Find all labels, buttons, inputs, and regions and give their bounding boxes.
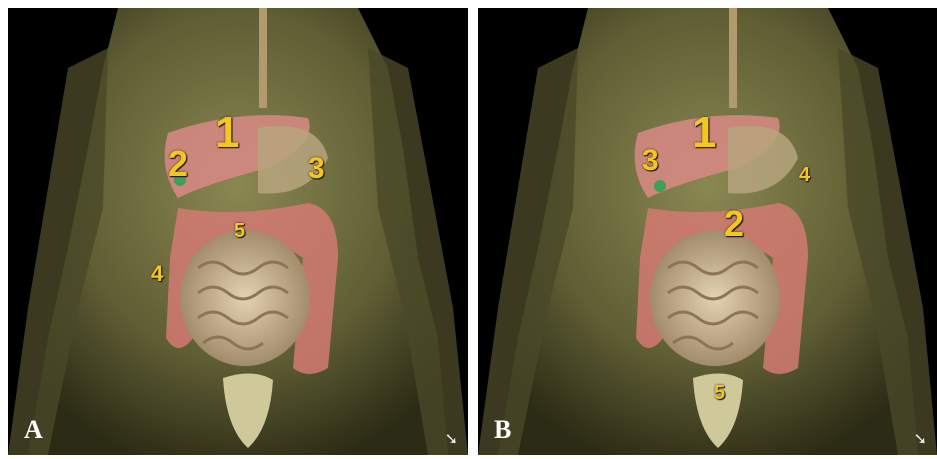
organ-label-3: 3 — [642, 146, 659, 176]
organ-label-2: 2 — [724, 206, 744, 242]
organ-label-1: 1 — [692, 111, 716, 155]
panel-label: A — [24, 417, 43, 443]
mouse-cursor-icon: ➘ — [445, 431, 458, 447]
mouse-cursor-icon: ➘ — [914, 431, 927, 447]
panel-b: 1 2 3 4 5 B ➘ — [478, 8, 937, 455]
panel-label: B — [494, 417, 511, 443]
panel-a: 1 2 3 4 5 A ➘ — [8, 8, 468, 455]
organ-label-1: 1 — [215, 111, 239, 155]
organ-label-3: 3 — [308, 154, 325, 184]
organ-label-2: 2 — [168, 146, 188, 182]
organ-label-5: 5 — [714, 383, 725, 403]
organ-label-4: 4 — [151, 263, 163, 285]
torso-illustration-b — [478, 8, 937, 455]
organ-label-4: 4 — [799, 165, 810, 185]
organ-label-5: 5 — [234, 221, 245, 241]
